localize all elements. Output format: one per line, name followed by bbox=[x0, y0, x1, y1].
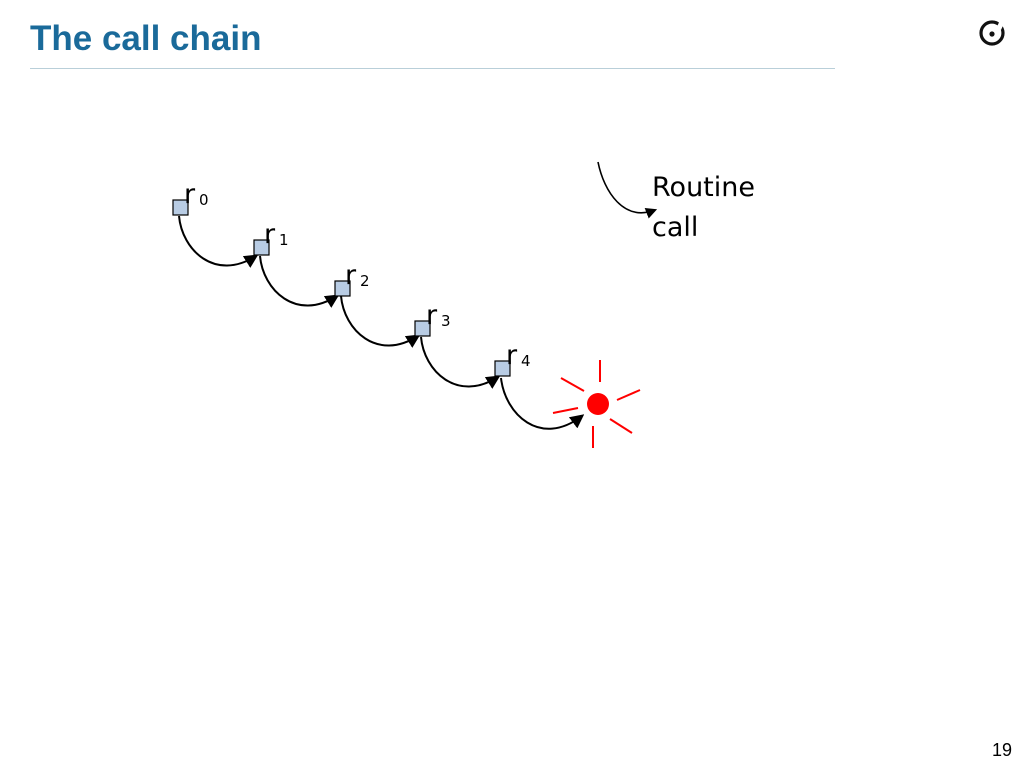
title-divider bbox=[30, 68, 835, 69]
call-arrow bbox=[420, 336, 501, 389]
routine-box bbox=[253, 239, 270, 256]
red-burst-icon bbox=[552, 360, 641, 448]
routine-letter: r bbox=[184, 179, 196, 210]
routine-r3: r 3 bbox=[414, 300, 451, 337]
curved-arrow-icon bbox=[597, 161, 658, 219]
routine-letter: r bbox=[426, 300, 438, 331]
routine-letter: r bbox=[264, 219, 276, 250]
legend-line-2: call bbox=[652, 212, 698, 243]
routine-index: 2 bbox=[360, 272, 370, 290]
slide-title: The call chain bbox=[30, 19, 262, 58]
routine-index: 0 bbox=[199, 191, 209, 209]
routine-box bbox=[172, 199, 189, 216]
routine-r0: r 0 bbox=[172, 179, 209, 216]
call-arrow bbox=[259, 255, 340, 308]
routine-r1: r 1 bbox=[253, 219, 289, 256]
routine-letter: r bbox=[345, 260, 357, 291]
call-arrows bbox=[178, 215, 585, 430]
legend: Routine call bbox=[597, 161, 755, 243]
routine-index: 4 bbox=[521, 352, 531, 370]
routine-index: 3 bbox=[441, 312, 451, 330]
routine-r2: r 2 bbox=[334, 260, 370, 297]
routine-box bbox=[334, 280, 351, 297]
call-arrow bbox=[340, 295, 421, 348]
routine-box bbox=[494, 360, 511, 377]
legend-line-1: Routine bbox=[652, 172, 755, 203]
routine-box bbox=[414, 320, 431, 337]
call-arrow bbox=[178, 215, 259, 268]
routine-letter: r bbox=[506, 340, 518, 371]
call-arrow bbox=[500, 377, 585, 430]
page-number: 19 bbox=[991, 740, 1012, 760]
routine-r4: r 4 bbox=[494, 340, 531, 377]
routine-index: 1 bbox=[279, 231, 289, 249]
logo-icon bbox=[979, 19, 1005, 46]
